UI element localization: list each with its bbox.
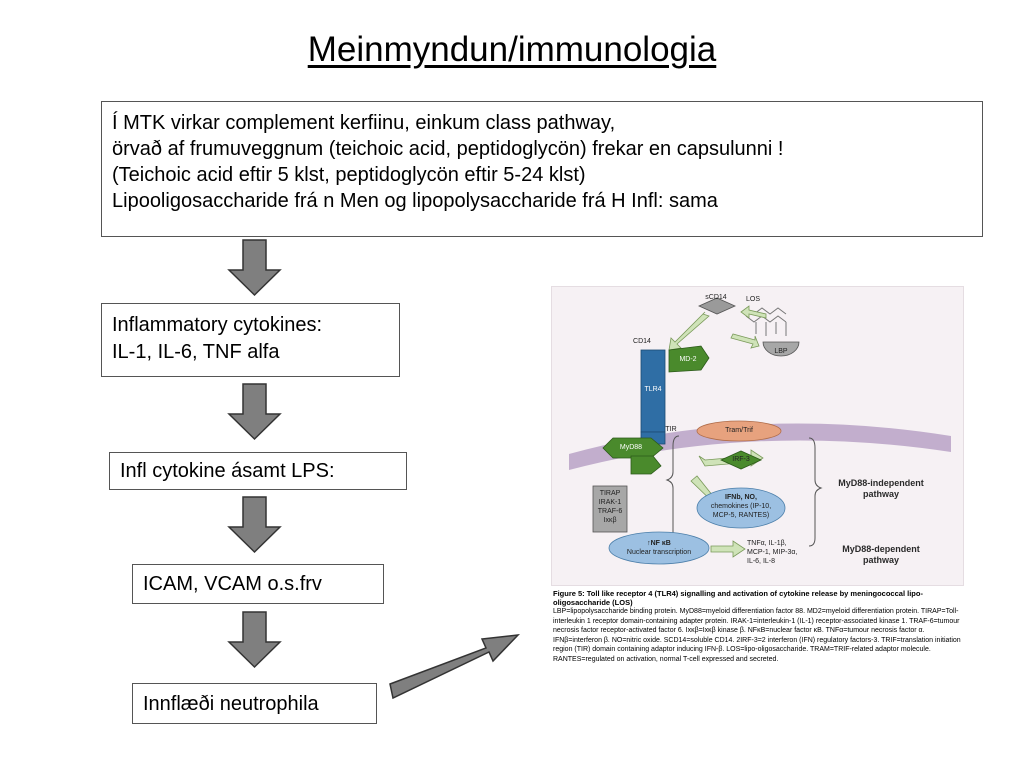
brace-right <box>808 437 823 547</box>
label-tirap: TIRAP <box>599 490 621 497</box>
label-ifn-sub1: chemokines (IP-10, <box>710 503 772 510</box>
tram-trif-oval <box>696 420 782 442</box>
label-independent-1: MyD88-independent <box>838 478 924 488</box>
tlr4-signalling-figure: sCD14 LOS CD14 MD-2 TLR4 LBP TIR MyD88 T… <box>551 286 964 700</box>
label-md2: MD-2 <box>679 356 697 363</box>
label-los: LOS <box>745 296 760 303</box>
brace-left <box>665 435 680 545</box>
icam-vcam-box: ICAM, VCAM o.s.frv <box>132 564 384 604</box>
down-arrow-4 <box>227 611 282 669</box>
lbp-shape <box>762 341 800 357</box>
scd14-shape <box>698 297 736 315</box>
down-arrow-1 <box>227 239 282 297</box>
label-tlr4: TLR4 <box>644 386 662 393</box>
info-line-1: Í MTK virkar complement kerfiinu, einkum… <box>112 112 616 134</box>
label-tram-trif: Tram/Trif <box>725 427 753 434</box>
cytokines-line-1: Inflammatory cytokines: <box>112 314 323 336</box>
cytokine-lps-box: Infl cytokine ásamt LPS: <box>109 452 407 490</box>
info-line-3: (Teichoic acid eftir 5 klst, peptidoglyc… <box>112 164 586 186</box>
cytokines-box: Inflammatory cytokines: IL-1, IL-6, TNF … <box>101 303 400 377</box>
info-line-4: Lipooligosaccharide frá n Men og lipopol… <box>112 190 718 212</box>
irf3-shape <box>720 450 762 470</box>
md2-shape <box>668 345 710 373</box>
slide-title: Meinmyndun/immunologia <box>307 30 717 69</box>
diagonal-arrow <box>389 634 520 700</box>
label-nfkb: ↑NF κB <box>647 540 671 547</box>
label-tnf-3: IL-6, IL-8 <box>747 558 776 565</box>
down-arrow-3 <box>227 496 282 554</box>
info-line-2: örvað af frumuveggnum (teichoic acid, pe… <box>112 138 784 160</box>
figure-drawing <box>569 297 951 565</box>
figure-caption-body: LBP=lipopolysaccharide binding protein. … <box>553 608 961 663</box>
neutrophil-influx-box: Innflæði neutrophila <box>132 683 377 724</box>
figure-caption-title: Figure 5: Toll like receptor 4 (TLR4) si… <box>553 589 923 607</box>
nfkb-oval <box>608 531 710 565</box>
cytokines-line-2: IL-1, IL-6, TNF alfa <box>112 341 280 363</box>
label-tir: TIR <box>665 426 677 433</box>
label-irf3: IRF-3 <box>732 456 750 463</box>
tirap-box <box>592 485 628 533</box>
label-tnf-2: MCP-1, MIP-3α, <box>747 549 798 556</box>
label-myd88: MyD88 <box>619 444 643 451</box>
label-scd14: sCD14 <box>705 294 727 301</box>
label-lbp: LBP <box>774 348 788 355</box>
label-ifn-sub2: MCP-5, RANTES) <box>712 512 770 519</box>
tlr4-receptor <box>640 349 666 433</box>
label-independent-2: pathway <box>862 489 899 499</box>
label-ifn: IFNb, NO, <box>725 494 757 501</box>
label-ixkb: Ixκβ <box>603 517 617 524</box>
label-dependent-2: pathway <box>862 555 899 565</box>
ifn-oval <box>696 487 786 529</box>
myd88-shape-2 <box>630 455 662 475</box>
down-arrow-2 <box>227 383 282 441</box>
label-dependent-1: MyD88-dependent <box>842 544 920 554</box>
label-tnf-1: TNFα, IL-1β, <box>747 540 787 547</box>
label-cd14: CD14 <box>633 338 651 345</box>
label-nfkb-sub: Nuclear transcription <box>626 549 692 556</box>
complement-info-box: Í MTK virkar complement kerfiinu, einkum… <box>101 101 983 237</box>
label-traf6: TRAF-6 <box>597 508 623 515</box>
label-irak1: IRAK-1 <box>598 499 622 506</box>
